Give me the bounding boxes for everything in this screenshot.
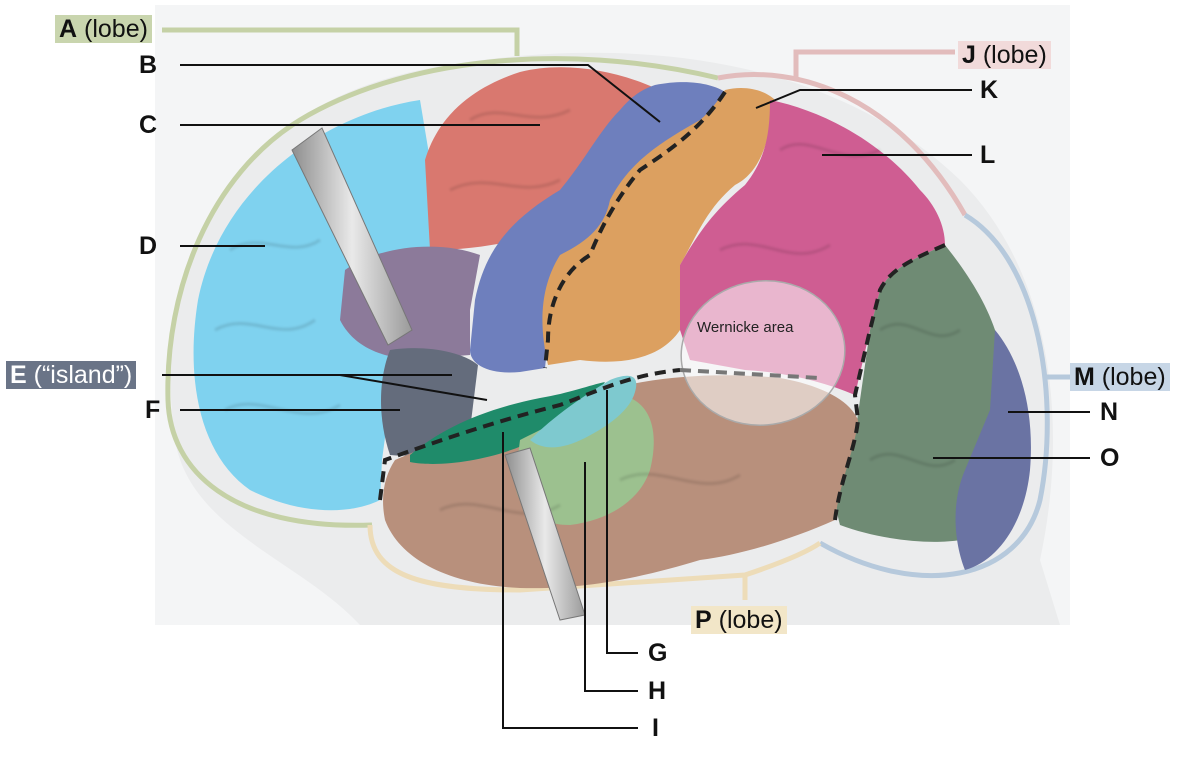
label-j: J (lobe) bbox=[958, 40, 1051, 70]
label-m: M (lobe) bbox=[1070, 362, 1170, 392]
label-g: G bbox=[648, 638, 667, 668]
dashed-boundaries bbox=[378, 90, 946, 521]
label-j-suffix: (lobe) bbox=[975, 41, 1047, 69]
label-b: B bbox=[139, 50, 157, 80]
leader-e bbox=[162, 374, 488, 401]
label-o-letter: O bbox=[1100, 444, 1120, 472]
label-k: K bbox=[980, 75, 998, 105]
label-n-letter: N bbox=[1100, 398, 1119, 426]
label-p-suffix: (lobe) bbox=[711, 606, 783, 634]
label-e: E (“island”) bbox=[6, 360, 137, 390]
wernicke-area-label: Wernicke area bbox=[697, 319, 794, 336]
label-l: L bbox=[980, 140, 995, 170]
label-d: D bbox=[139, 231, 157, 261]
label-p-letter: P bbox=[695, 606, 712, 634]
label-f: F bbox=[145, 395, 160, 425]
leader-g bbox=[606, 390, 638, 654]
frontal-lobe-bracket bbox=[162, 27, 719, 528]
label-h-letter: H bbox=[648, 677, 667, 705]
label-m-letter: M bbox=[1074, 363, 1095, 391]
label-e-letter: E bbox=[10, 361, 27, 389]
label-n: N bbox=[1100, 397, 1118, 427]
label-g-letter: G bbox=[648, 639, 668, 667]
parietal-lobe-bracket bbox=[717, 49, 968, 217]
label-a-suffix: (lobe) bbox=[77, 15, 148, 43]
somatosensory-cortex bbox=[542, 88, 775, 365]
label-i-letter: I bbox=[652, 714, 659, 742]
wernicke-area-outline bbox=[680, 280, 846, 426]
label-k-letter: K bbox=[980, 76, 999, 104]
label-d-letter: D bbox=[139, 232, 158, 260]
occipital-lobe-bracket bbox=[818, 212, 1074, 579]
label-f-letter: F bbox=[145, 396, 161, 424]
label-a-letter: A bbox=[59, 15, 78, 43]
label-p: P (lobe) bbox=[691, 605, 787, 635]
label-b-letter: B bbox=[139, 51, 158, 79]
upper-retractor bbox=[291, 127, 413, 346]
label-i: I bbox=[652, 713, 659, 743]
leader-lines bbox=[162, 64, 1090, 729]
leader-h bbox=[584, 462, 638, 692]
primary-visual-cortex bbox=[955, 330, 1031, 570]
temporal-lobe-bracket bbox=[367, 524, 822, 600]
label-m-tag: M (lobe) bbox=[1070, 363, 1170, 391]
label-o: O bbox=[1100, 443, 1119, 473]
prefrontal-cortex bbox=[193, 100, 435, 511]
label-m-suffix: (lobe) bbox=[1094, 363, 1166, 391]
label-c: C bbox=[139, 110, 157, 140]
primary-auditory-cortex bbox=[410, 382, 605, 464]
label-j-letter: J bbox=[962, 41, 976, 69]
label-c-letter: C bbox=[139, 111, 158, 139]
label-l-letter: L bbox=[980, 141, 996, 169]
visual-association-area bbox=[835, 245, 998, 542]
label-e-tag: E (“island”) bbox=[6, 361, 137, 389]
label-j-tag: J (lobe) bbox=[958, 41, 1051, 69]
label-e-suffix: (“island”) bbox=[26, 361, 133, 389]
leader-k bbox=[755, 89, 972, 109]
leader-i bbox=[502, 432, 638, 729]
leader-b bbox=[180, 64, 661, 123]
label-h: H bbox=[648, 676, 666, 706]
label-p-tag: P (lobe) bbox=[691, 606, 787, 634]
label-a-tag: A (lobe) bbox=[55, 15, 152, 43]
label-a: A (lobe) bbox=[55, 14, 152, 44]
gustatory-cortex bbox=[530, 375, 637, 448]
